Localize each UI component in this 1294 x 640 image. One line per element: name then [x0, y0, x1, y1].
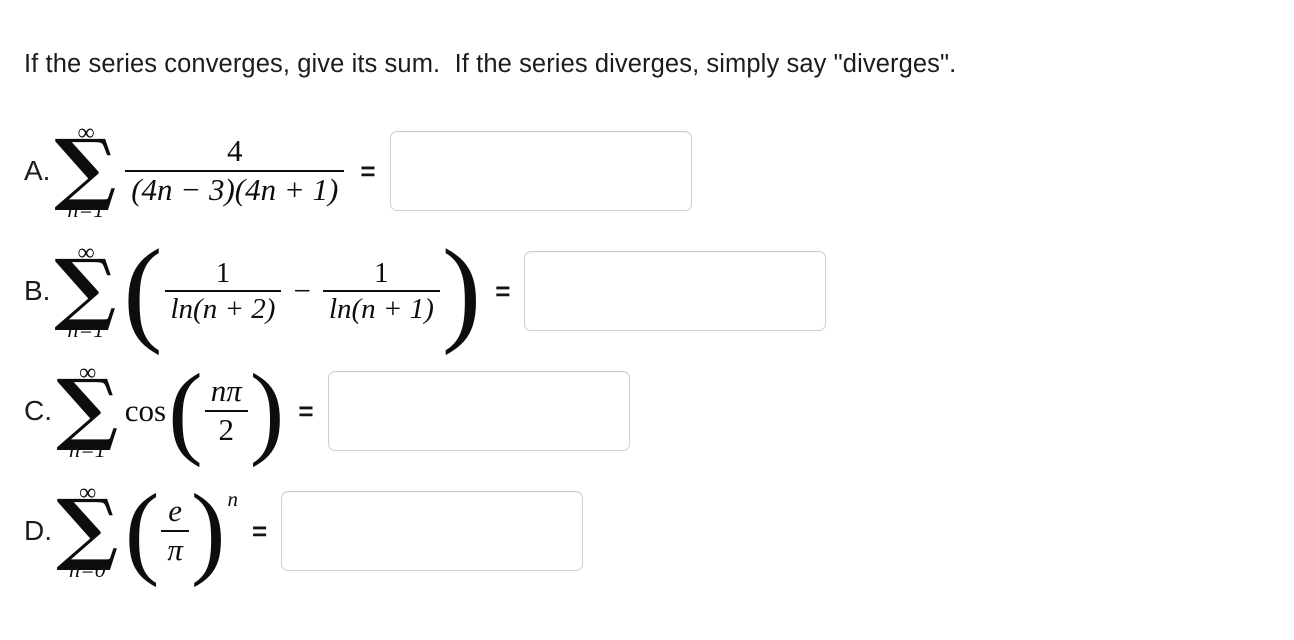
problem-label-d: D. [24, 515, 52, 546]
summation-operator-a: ∞ ∑ n=1 [54, 119, 117, 223]
cosine-function-label: cos [124, 392, 167, 428]
summation-operator-b: ∞ ∑ n=1 [54, 239, 117, 343]
problem-row-d: D. ∞ ∑ n=0 ( e π ) n = [24, 472, 584, 590]
sum-upper-limit-a: ∞ [77, 119, 95, 146]
fraction-c: nπ 2 [203, 373, 250, 448]
fraction-bar [204, 409, 248, 412]
sigma-icon: ∑ [56, 482, 119, 574]
fraction-d: e π [159, 493, 191, 568]
problem-label-c: C. [24, 395, 52, 426]
fraction-denominator-b2: ln(n + 1) [328, 293, 434, 325]
fraction-numerator-a: 4 [227, 133, 243, 169]
fraction-denominator-d: π [167, 531, 183, 567]
problem-label-b: B. [24, 275, 51, 306]
fraction-bar [164, 290, 282, 292]
left-paren-c: ( [168, 353, 203, 469]
sigma-icon: ∑ [54, 242, 117, 334]
equals-sign-a: = [360, 155, 376, 186]
summation-operator-d: ∞ ∑ n=0 [56, 479, 119, 583]
equals-sign-c: = [298, 395, 314, 426]
sum-lower-limit-c: n=1 [68, 437, 106, 463]
fraction-denominator-c: 2 [218, 411, 234, 447]
answer-input-d[interactable] [281, 491, 584, 571]
fraction-denominator-b1: ln(n + 2) [170, 293, 276, 325]
answer-input-a[interactable] [389, 131, 692, 211]
math-expression-c: ∞ ∑ n=1 cos ( nπ 2 ) [56, 353, 285, 469]
right-paren-d: ) [190, 473, 226, 589]
summation-operator-c: ∞ ∑ n=1 [56, 359, 119, 463]
fraction-numerator-c: nπ [210, 373, 242, 409]
left-paren-d: ( [124, 473, 160, 589]
fraction-bar [161, 529, 189, 532]
fraction-numerator-d: e [168, 493, 183, 529]
right-paren-b: ) [441, 225, 482, 357]
math-expression-a: ∞ ∑ n=1 4 (4n − 3)(4n + 1) [54, 119, 346, 223]
equals-sign-d: = [252, 515, 268, 546]
exponent-d: n [227, 486, 239, 511]
sum-upper-limit-b: ∞ [77, 239, 95, 266]
minus-operator-b: − [293, 273, 311, 308]
sum-upper-limit-c: ∞ [79, 359, 96, 386]
sigma-icon: ∑ [56, 362, 119, 454]
sum-lower-limit-d: n=0 [68, 557, 106, 583]
fraction-bar [322, 290, 440, 292]
answer-input-c[interactable] [327, 371, 630, 451]
fraction-numerator-b1: 1 [215, 256, 231, 289]
sum-lower-limit-b: n=1 [67, 317, 105, 343]
problem-row-c: C. ∞ ∑ n=1 cos ( nπ 2 ) = [24, 352, 630, 470]
sum-upper-limit-d: ∞ [79, 479, 96, 506]
fraction-numerator-b2: 1 [374, 256, 389, 289]
left-paren-b: ( [123, 225, 163, 357]
answer-input-b[interactable] [524, 251, 827, 331]
problem-row-b: B. ∞ ∑ n=1 ( 1 ln(n + 2) − 1 ln(n + 1) )… [24, 225, 827, 357]
math-expression-d: ∞ ∑ n=0 ( e π ) n [56, 473, 239, 589]
fraction-bar [125, 169, 345, 172]
math-expression-b: ∞ ∑ n=1 ( 1 ln(n + 2) − 1 ln(n + 1) ) [54, 225, 482, 357]
fraction-b2: 1 ln(n + 1) [321, 256, 442, 327]
fraction-a: 4 (4n − 3)(4n + 1) [123, 133, 346, 208]
problem-row-a: A. ∞ ∑ n=1 4 (4n − 3)(4n + 1) = [24, 112, 692, 230]
equals-sign-b: = [495, 275, 511, 306]
right-paren-c: ) [249, 353, 285, 469]
sum-lower-limit-a: n=1 [67, 197, 105, 223]
problem-label-a: A. [24, 155, 51, 186]
fraction-b1: 1 ln(n + 2) [163, 256, 284, 327]
fraction-denominator-a: (4n − 3)(4n + 1) [131, 171, 339, 207]
page-title: If the series converges, give its sum. I… [24, 50, 957, 78]
sigma-icon: ∑ [54, 122, 117, 214]
